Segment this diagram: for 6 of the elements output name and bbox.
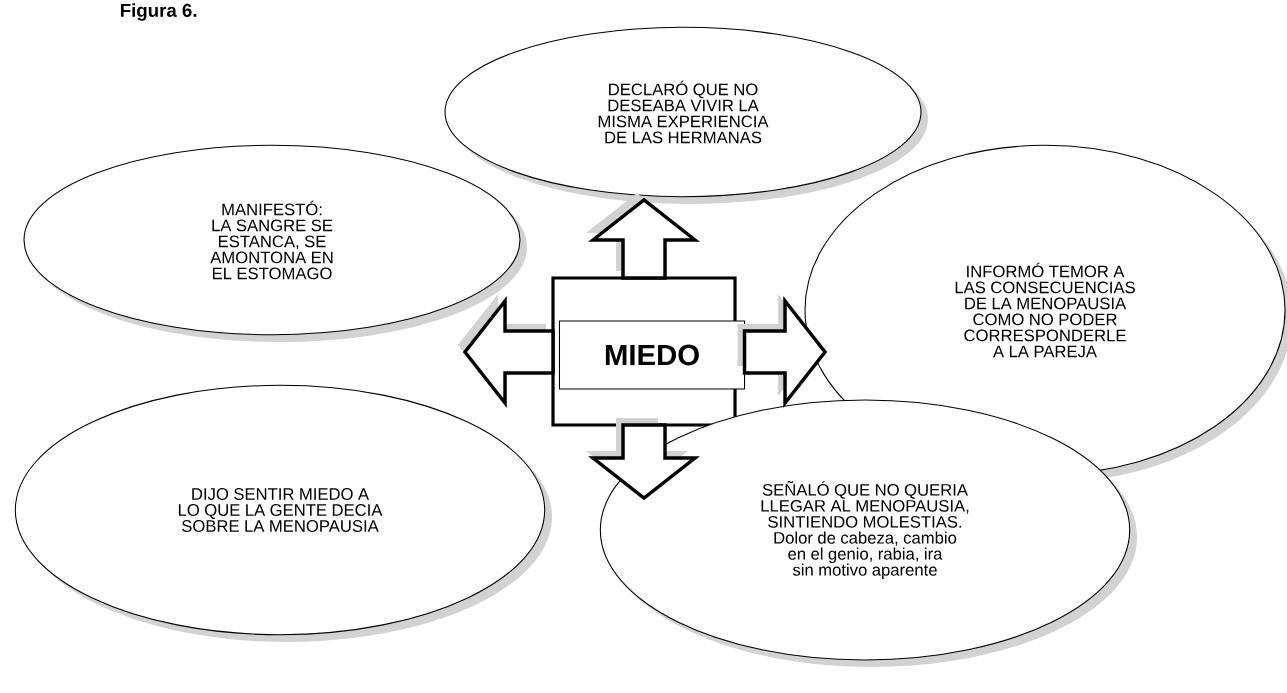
label-box: MIEDO	[558, 320, 746, 390]
block-arrow	[586, 418, 701, 501]
block-arrow	[586, 193, 701, 280]
block-arrow	[458, 294, 555, 409]
block-arrow	[737, 294, 828, 409]
diagram-title: Figura 6.	[120, 3, 197, 21]
